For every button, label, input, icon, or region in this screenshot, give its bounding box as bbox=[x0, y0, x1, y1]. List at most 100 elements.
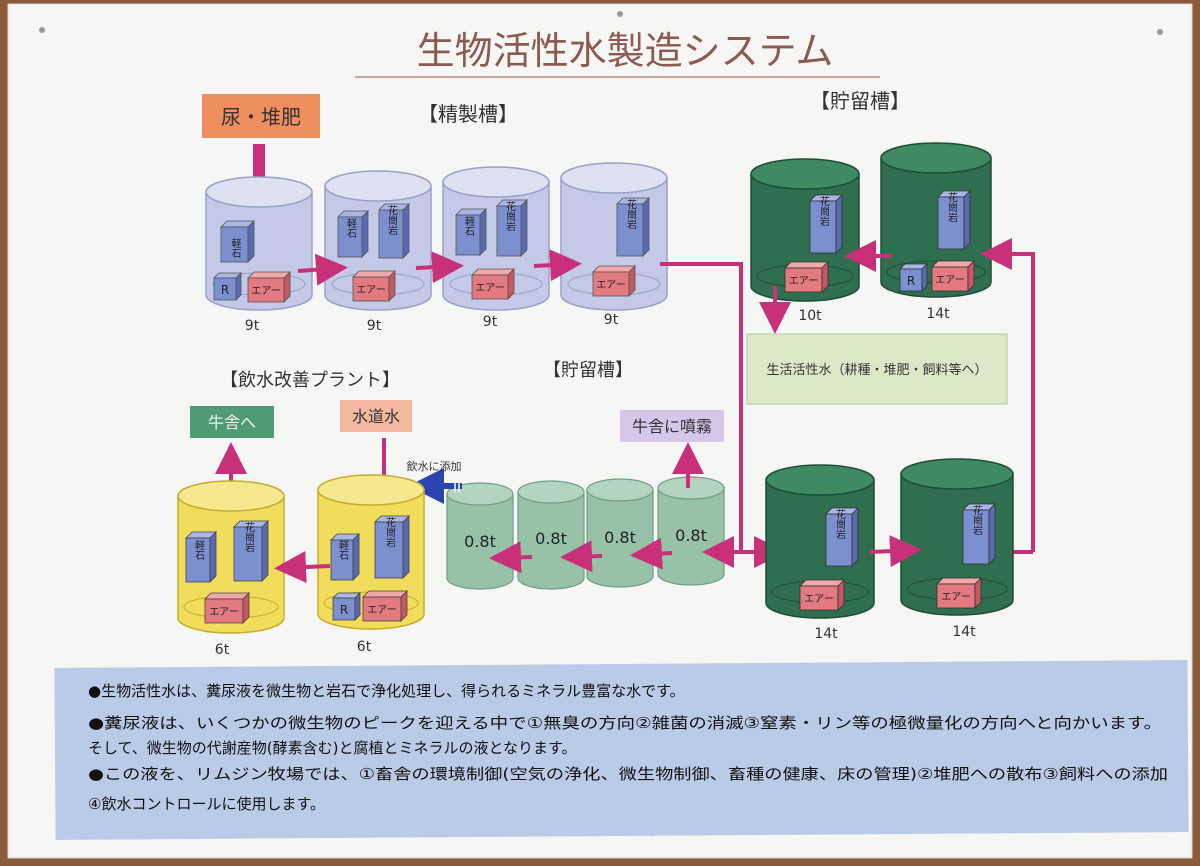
air-block: エアー bbox=[592, 265, 636, 297]
tap-water-box bbox=[340, 400, 412, 432]
section-storage-mid: 【貯留槽】 bbox=[543, 360, 633, 381]
screw bbox=[39, 27, 45, 33]
tank-capacity: 6t bbox=[357, 639, 372, 655]
to-barn-label: 牛舎へ bbox=[208, 413, 256, 432]
tank-capacity: 9t bbox=[483, 314, 498, 330]
spray-box bbox=[620, 410, 724, 442]
granite-block: 花崗岩 bbox=[825, 507, 859, 567]
tank-capacity: 0.8t bbox=[604, 528, 636, 547]
source-box bbox=[202, 94, 320, 138]
svg-text:軽石: 軽石 bbox=[463, 216, 475, 236]
air-block: エアー bbox=[352, 270, 396, 302]
tank-capacity: 9t bbox=[367, 318, 382, 334]
output-box bbox=[746, 333, 1008, 405]
tank-capacity: 0.8t bbox=[464, 532, 496, 551]
svg-text:エアー: エアー bbox=[804, 594, 833, 605]
svg-text:花崗岩: 花崗岩 bbox=[386, 204, 398, 236]
granite-block: 花崗岩 bbox=[378, 203, 410, 259]
pumice-block: 軽石 bbox=[337, 210, 369, 258]
flow-arrow bbox=[274, 551, 331, 583]
r-block: R bbox=[332, 592, 361, 621]
note-line: ④飲水コントロールに使用します。 bbox=[88, 795, 325, 813]
pumice-block: 軽石 bbox=[185, 531, 217, 583]
tank-capacity: 6t bbox=[215, 642, 230, 658]
spray-label: 牛舎に噴霧 bbox=[632, 417, 712, 436]
screw bbox=[1157, 29, 1163, 35]
note-line: ●糞尿液は、いくつかの微生物のピークを迎える中で①無臭の方向②雑菌の消滅③窒素・… bbox=[88, 714, 1162, 732]
flow-arrow bbox=[560, 540, 603, 573]
note-line: ●この液を、リムジン牧場では、①畜舎の環境制御(空気の浄化、微生物制御、畜種の健… bbox=[88, 765, 1168, 783]
tank-capacity: 0.8t bbox=[535, 529, 567, 548]
add-to-drink-label: 飲水に添加 bbox=[407, 459, 462, 473]
output-label: 生活活性水（耕種・堆肥・飼料等へ） bbox=[766, 362, 987, 378]
return-pipe bbox=[980, 238, 1035, 552]
page-title: 生物活性水製造システム bbox=[417, 29, 834, 73]
granite-block: 花崗岩 bbox=[616, 197, 650, 257]
air-block: エアー bbox=[799, 579, 845, 611]
svg-text:エアー: エアー bbox=[367, 605, 396, 616]
svg-text:エアー: エアー bbox=[475, 283, 504, 294]
air-block: エアー bbox=[784, 261, 829, 293]
tank-capacity: 9t bbox=[604, 312, 619, 328]
tap-water-label: 水道水 bbox=[352, 407, 400, 426]
svg-text:エアー: エアー bbox=[596, 280, 625, 291]
svg-text:軽石: 軽石 bbox=[345, 218, 357, 238]
tank-capacity: 14t bbox=[814, 626, 838, 642]
r-block: R bbox=[899, 263, 928, 292]
flow-arrow bbox=[869, 535, 922, 568]
section-storage-top: 【貯留槽】 bbox=[810, 89, 910, 113]
svg-text:花崗岩: 花崗岩 bbox=[971, 504, 983, 536]
section-drinking-plant: 【飲水改善プラント】 bbox=[220, 370, 400, 391]
flow-arrow bbox=[415, 251, 464, 284]
air-block: エアー bbox=[362, 590, 408, 622]
svg-text:エアー: エアー bbox=[935, 275, 964, 286]
tank-capacity: 10t bbox=[798, 308, 822, 324]
granite-block: 花崗岩 bbox=[233, 520, 269, 582]
to-barn-box bbox=[190, 406, 274, 438]
flow-arrow bbox=[297, 253, 348, 286]
svg-text:R: R bbox=[340, 603, 348, 617]
svg-text:花崗岩: 花崗岩 bbox=[818, 195, 830, 227]
granite-block: 花崗岩 bbox=[962, 503, 996, 565]
svg-text:エアー: エアー bbox=[209, 607, 238, 618]
tank-capacity: 9t bbox=[245, 318, 260, 334]
svg-text:エアー: エアー bbox=[356, 285, 385, 296]
section-purification: 【精製槽】 bbox=[418, 102, 518, 126]
svg-text:花崗岩: 花崗岩 bbox=[384, 516, 396, 548]
granite-block: 花崗岩 bbox=[937, 190, 971, 250]
svg-text:エアー: エアー bbox=[789, 276, 818, 287]
flow-arrow bbox=[533, 249, 582, 282]
note-line: ●生物活性水は、糞尿液を微生物と岩石で浄化処理し、得られるミネラル豊富な水です。 bbox=[88, 682, 685, 700]
note-line: そして、微生物の代謝産物(酵素含む)と腐植とミネラルの液となります。 bbox=[88, 739, 577, 757]
svg-text:花崗岩: 花崗岩 bbox=[946, 191, 958, 223]
svg-text:R: R bbox=[907, 274, 915, 288]
tank-capacity: 14t bbox=[952, 624, 976, 640]
svg-text:花崗岩: 花崗岩 bbox=[834, 508, 846, 540]
flow-pipe bbox=[660, 262, 786, 568]
air-block: エアー bbox=[931, 260, 975, 292]
pumice-block: 軽石 bbox=[220, 220, 255, 263]
air-block: エアー bbox=[471, 268, 515, 300]
svg-text:エアー: エアー bbox=[941, 592, 970, 603]
flow-arrow bbox=[489, 541, 533, 574]
r-block: R bbox=[213, 272, 242, 301]
svg-text:軽石: 軽石 bbox=[337, 540, 349, 560]
pumice-block: 軽石 bbox=[330, 533, 360, 581]
air-block: エアー bbox=[936, 577, 982, 609]
source-label: 尿・堆肥 bbox=[221, 105, 301, 129]
svg-text:軽石: 軽石 bbox=[229, 238, 241, 258]
svg-text:花崗岩: 花崗岩 bbox=[504, 200, 516, 232]
notes-panel bbox=[54, 660, 1189, 840]
granite-block: 花崗岩 bbox=[809, 194, 843, 254]
air-block: エアー bbox=[204, 592, 250, 624]
tank-capacity: 0.8t bbox=[675, 526, 707, 545]
pumice-block: 軽石 bbox=[455, 208, 487, 256]
flow-arrow bbox=[630, 537, 673, 570]
air-block: エアー bbox=[247, 271, 291, 303]
svg-text:花崗岩: 花崗岩 bbox=[625, 198, 637, 230]
tank-capacity: 14t bbox=[926, 306, 950, 322]
svg-text:軽石: 軽石 bbox=[193, 540, 205, 560]
svg-text:エアー: エアー bbox=[251, 286, 280, 297]
granite-block: 花崗岩 bbox=[374, 515, 410, 579]
